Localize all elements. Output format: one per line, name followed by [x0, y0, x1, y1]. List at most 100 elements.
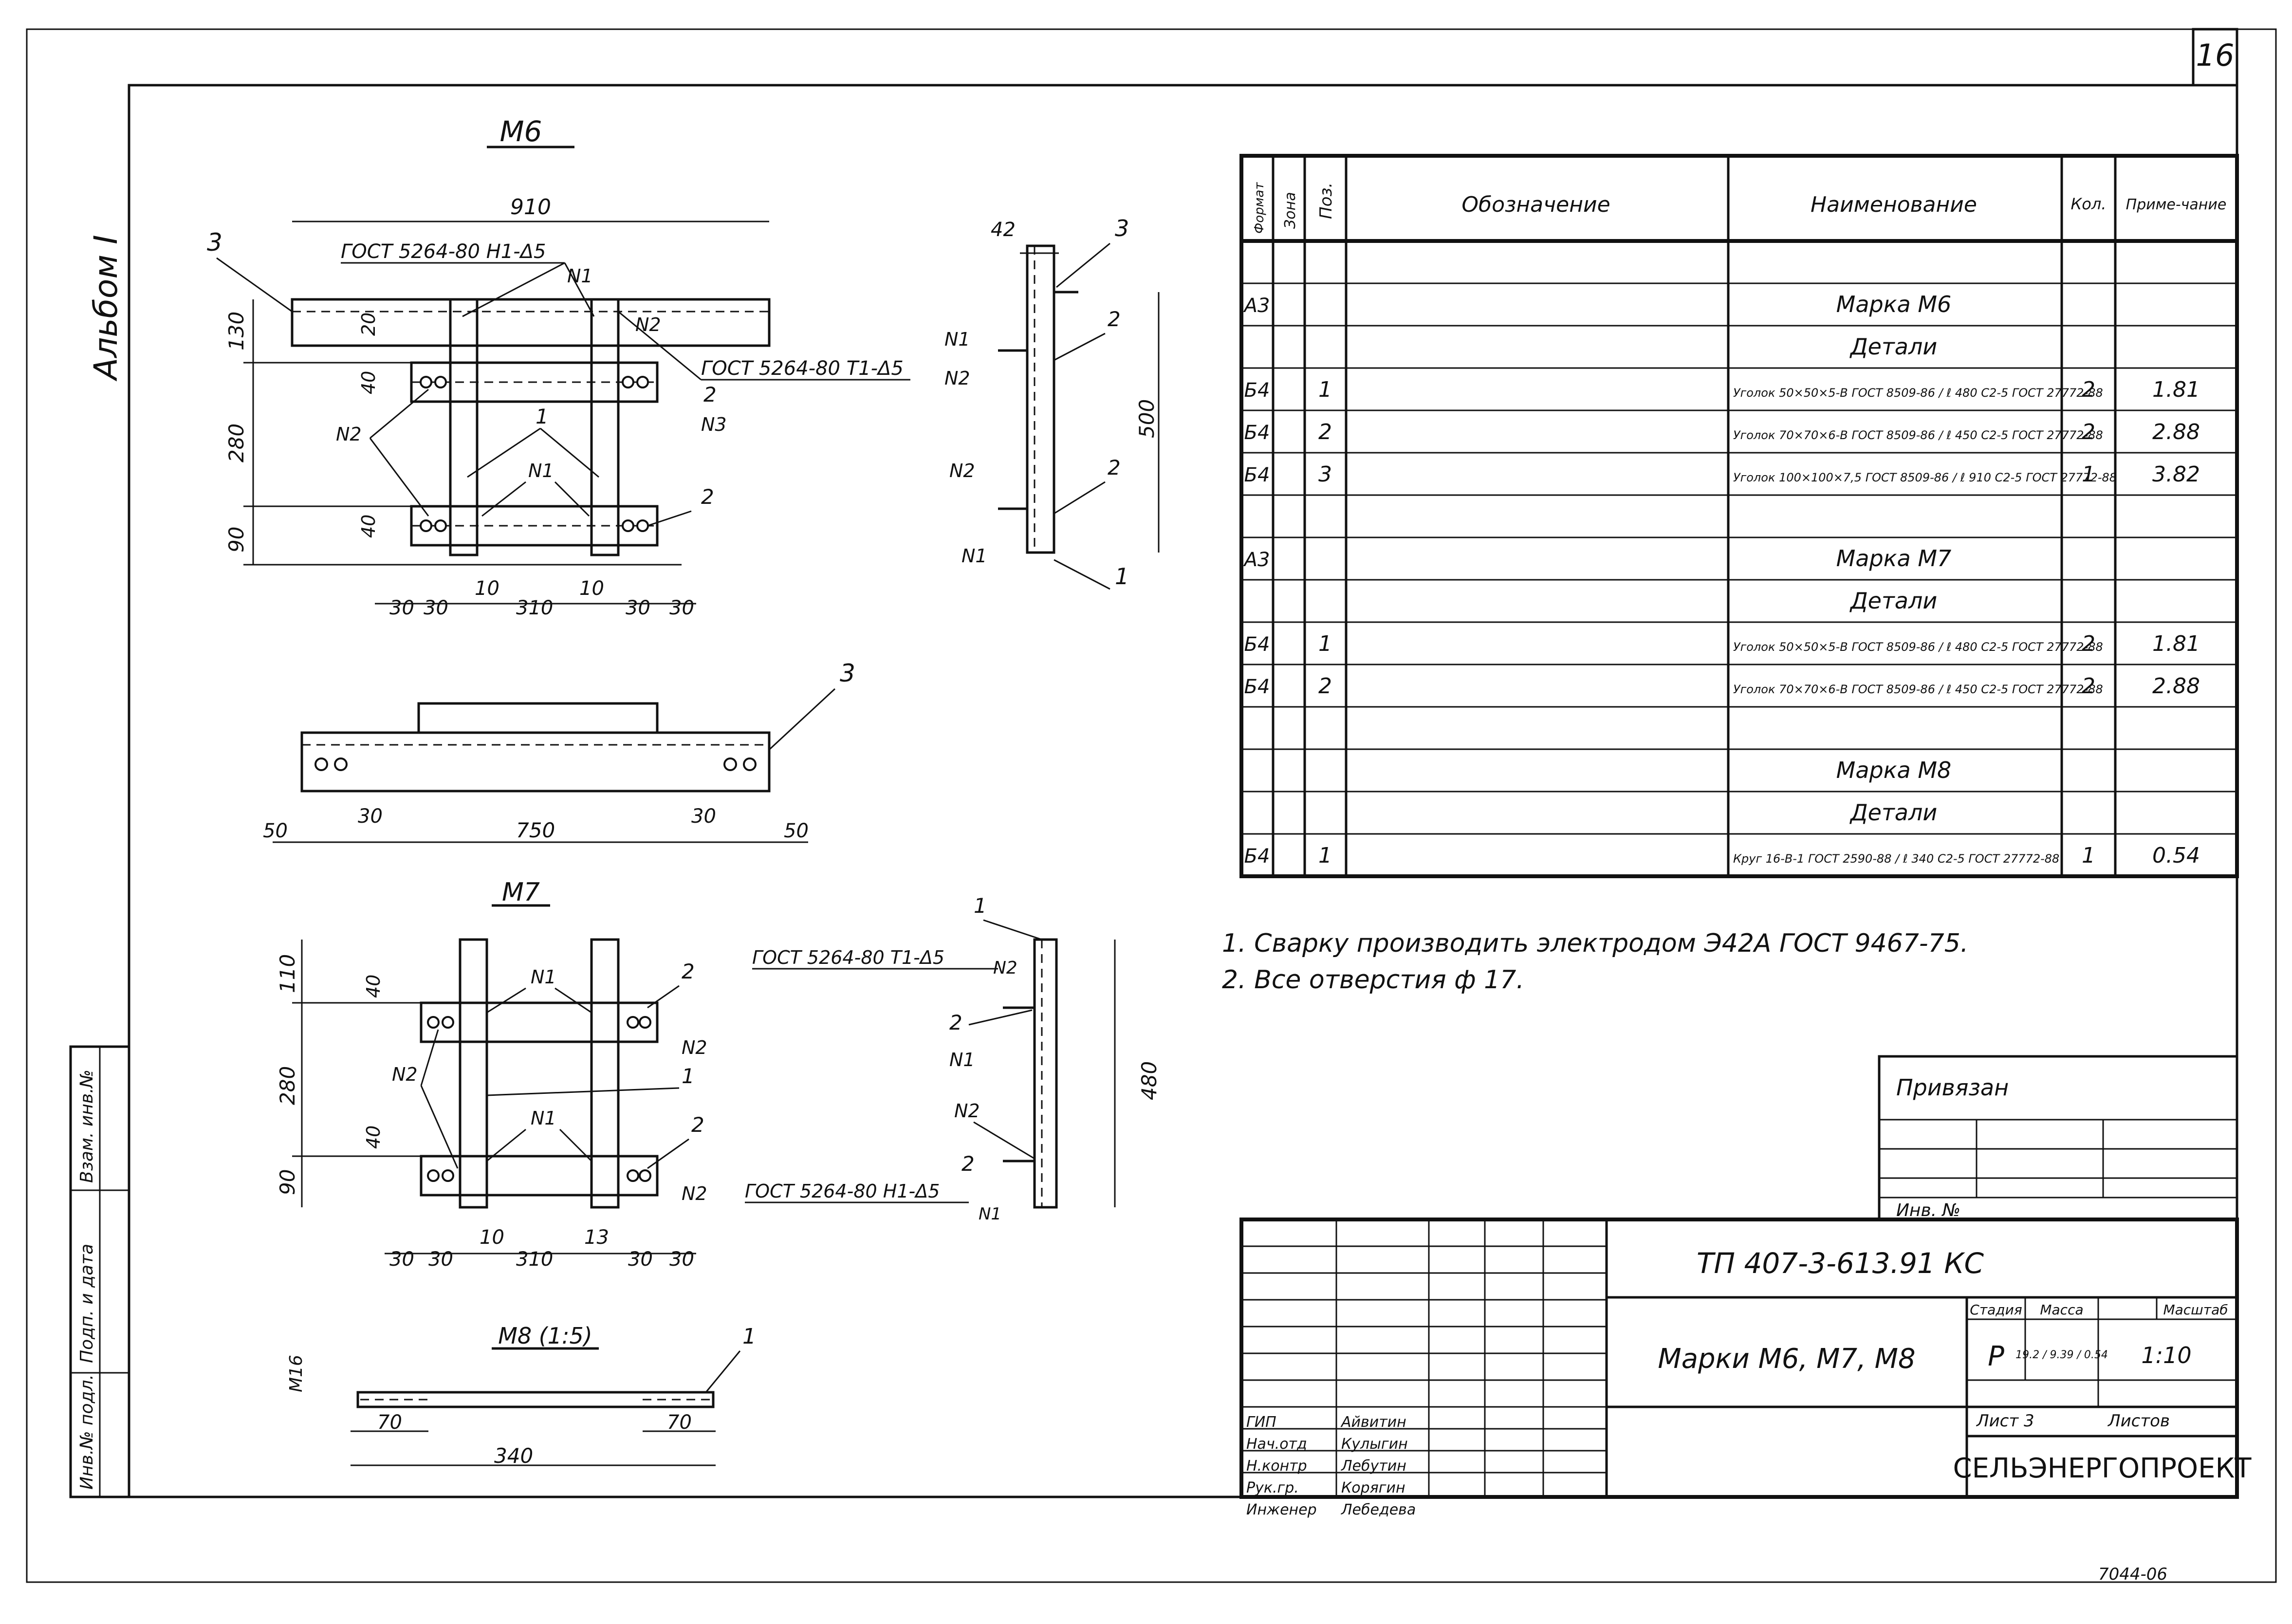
binding-title: Привязан	[1896, 1074, 2009, 1101]
spec-cell-note: 1.81	[2152, 377, 2200, 402]
m8-label-1: 1	[742, 1324, 756, 1349]
m7-dim-40a: 40	[363, 975, 384, 998]
footer-mark: 7044-06	[2098, 1565, 2167, 1584]
page-number: 16	[2196, 37, 2235, 73]
m8-title: М8 (1:5)	[498, 1323, 592, 1349]
mass-value: 19.2 / 9.39 / 0.54	[2015, 1349, 2108, 1361]
spec-cell-qty: 2	[2082, 674, 2095, 699]
m6-b-30a: 30	[389, 597, 414, 619]
spec-cell-section: Марка М7	[1836, 545, 1952, 572]
m6-dim-90: 90	[224, 527, 248, 553]
m7-side-label-n1a: N1	[949, 1049, 975, 1070]
spec-cell-name: Уголок 70×70×6-В ГОСТ 8509-86 / ℓ 450 С2…	[1733, 683, 2103, 696]
m6-label-1: 1	[536, 405, 549, 428]
m7-side-label-n1b: N1	[979, 1204, 1001, 1224]
page-number-box	[2192, 28, 2238, 87]
spec-cell-qty: 2	[2082, 377, 2095, 402]
spec-header-pos: Поз.	[1316, 183, 1336, 219]
m6-b-30b: 30	[424, 597, 448, 619]
spec-cell-format: А3	[1243, 295, 1270, 317]
left-stamp: Взам. инв.№ Подп. и дата Инв.№ подл.	[69, 1045, 130, 1498]
m6-dim-20: 20	[358, 313, 379, 336]
spec-cell-format: Б4	[1244, 422, 1270, 444]
binding-block: Привязан Инв. №	[1878, 1055, 2238, 1221]
m6-side-label-n2b: N2	[949, 460, 975, 481]
spec-cell-section: Детали	[1849, 799, 1938, 826]
spec-cell-name: Уголок 100×100×7,5 ГОСТ 8509-86 / ℓ 910 …	[1733, 471, 2117, 484]
m6-label-n1-mid: N1	[528, 460, 554, 481]
signer-name: Лебедева	[1341, 1501, 1416, 1518]
signer-role: Нач.отд	[1246, 1436, 1307, 1453]
spec-cell-note: 2.88	[2152, 674, 2200, 699]
spec-cell-format: Б4	[1244, 464, 1270, 486]
m6-side-label-n2a: N2	[944, 368, 970, 389]
spec-cell-pos: 1	[1318, 843, 1332, 868]
signer-name: Кулыгин	[1341, 1436, 1408, 1453]
spec-header-format: Формат	[1252, 182, 1267, 234]
signer-name: Корягин	[1341, 1479, 1405, 1496]
m6-plan-dim-50b: 50	[784, 820, 809, 842]
signer-role: ГИП	[1246, 1414, 1276, 1431]
binding-inv: Инв. №	[1896, 1200, 1960, 1220]
signer-role: Инженер	[1246, 1501, 1317, 1518]
m6-label-n2-left: N2	[336, 424, 362, 445]
m6-dim-40b: 40	[358, 515, 379, 538]
note-1: 1. Сварку производить электродом Э42А ГО…	[1222, 929, 1968, 958]
mass-header: Масса	[2040, 1302, 2083, 1318]
spec-header-zone: Зона	[1282, 192, 1299, 229]
spec-cell-pos: 1	[1318, 377, 1332, 402]
drawing-code: ТП 407-3-613.91 КС	[1697, 1247, 1984, 1280]
spec-cell-name: Уголок 50×50×5-В ГОСТ 8509-86 / ℓ 480 С2…	[1733, 640, 2103, 654]
m7-b-30c: 30	[628, 1248, 653, 1271]
m7-b-30d: 30	[669, 1248, 694, 1271]
m7-label-2a: 2	[682, 960, 695, 983]
m6-side-label-2a: 2	[1108, 307, 1121, 331]
m8-dim-70b: 70	[667, 1411, 692, 1434]
m6-title: М6	[500, 115, 542, 148]
m6-label-n2-top: N2	[635, 314, 661, 335]
signer-role: Н.контр	[1246, 1458, 1307, 1475]
spec-cell-name: Уголок 50×50×5-В ГОСТ 8509-86 / ℓ 480 С2…	[1733, 386, 2103, 400]
m6-b-10a: 10	[475, 577, 499, 600]
m6-side-label-3: 3	[1115, 215, 1129, 241]
m8-thread-label: М16	[286, 1355, 306, 1392]
m6-weld-note-1: ГОСТ 5264-80 Н1-Δ5	[341, 240, 546, 263]
spec-header-note: Приме-чание	[2126, 196, 2227, 213]
spec-cell-pos: 2	[1318, 420, 1332, 444]
m7-dim-40b: 40	[363, 1126, 384, 1149]
stage-header: Стадия	[1970, 1302, 2022, 1318]
m7-b-310: 310	[516, 1248, 553, 1271]
m7-label-2b: 2	[691, 1113, 704, 1137]
m6-b-310: 310	[516, 597, 553, 619]
signer-role: Рук.гр.	[1246, 1479, 1299, 1496]
spec-cell-note: 1.81	[2152, 631, 2200, 656]
spec-cell-section: Марка М8	[1836, 757, 1952, 783]
m7-side-label-2b: 2	[961, 1152, 975, 1176]
spec-cell-format: Б4	[1244, 379, 1270, 402]
sheets-label: Листов	[2107, 1411, 2170, 1431]
stage-value: Р	[1988, 1341, 2004, 1372]
drawing-title: Марки М6, М7, М8	[1658, 1343, 1915, 1375]
m6-label-2a: 2	[703, 383, 717, 406]
m6-side-view: 42 500 3 N1 2 N2 N2 2 N1 1	[944, 215, 1160, 590]
organization-name: СЕЛЬЭНЕРГОПРОЕКТ	[1953, 1453, 2252, 1484]
spec-cell-note: 3.82	[2152, 462, 2200, 487]
m6-dim-280: 280	[224, 424, 248, 462]
m6-side-label-n1a: N1	[944, 329, 970, 350]
m7-side-label-1: 1	[974, 894, 987, 918]
outer-frame	[26, 28, 2277, 1583]
scale-header: Масштаб	[2163, 1302, 2228, 1318]
spec-cell-name: Круг 16-В-1 ГОСТ 2590-88 / ℓ 340 С2-5 ГО…	[1733, 852, 2059, 866]
m6-side-dim-500: 500	[1135, 399, 1159, 438]
m7-b-30a: 30	[389, 1248, 414, 1271]
signer-name: Айвитин	[1340, 1414, 1406, 1431]
spec-header-name: Наименование	[1811, 192, 1977, 217]
stamp-replace-inv: Взам. инв.№	[77, 1070, 97, 1183]
sheet-label: Лист 3	[1976, 1411, 2034, 1431]
m6-side-label-1: 1	[1115, 563, 1129, 590]
spec-cell-format: Б4	[1244, 845, 1270, 867]
spec-cell-section: Детали	[1849, 588, 1938, 614]
stamp-sign-date: Подп. и дата	[77, 1244, 97, 1363]
